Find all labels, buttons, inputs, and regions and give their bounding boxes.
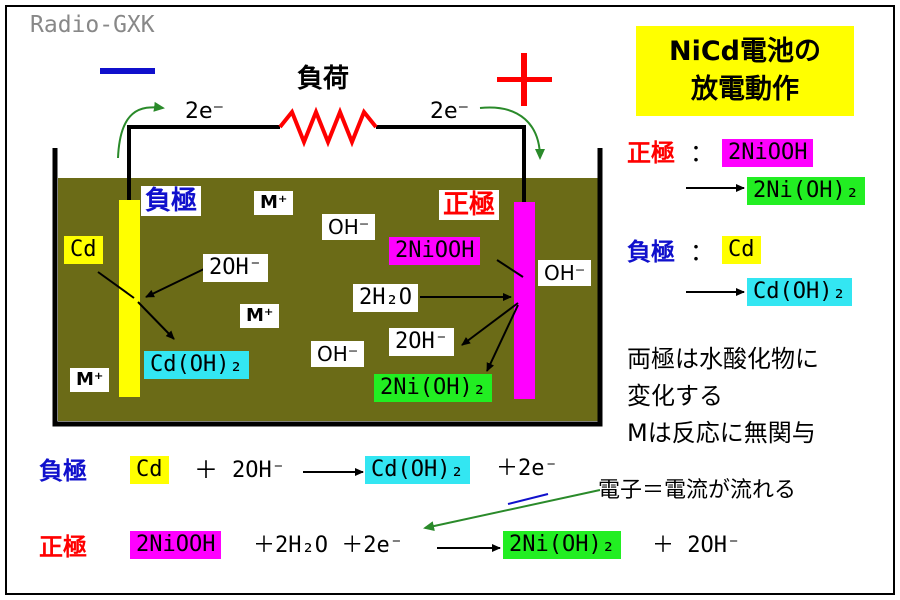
m-ion-3: M⁺ xyxy=(70,368,110,392)
oh-ion-3: OH⁻ xyxy=(538,260,592,286)
watermark: Radio-GXK xyxy=(30,12,155,38)
arrow-to-cdoh2 xyxy=(137,301,175,340)
wire-right xyxy=(376,125,526,202)
eq-neg-cd: Cd xyxy=(130,456,169,484)
h2o-reactant: 2H₂O xyxy=(353,284,418,312)
arrow-cd-down xyxy=(97,271,135,299)
positive-electrode xyxy=(514,202,535,399)
arrow-to-nioh2 xyxy=(486,304,519,372)
two-oh-right: 2OH⁻ xyxy=(389,328,454,356)
cd-reactant: Cd xyxy=(64,236,103,264)
load-label: 負荷 xyxy=(297,64,350,94)
electron-note-arrow xyxy=(423,489,601,531)
electron-flow-left: 2e⁻ xyxy=(185,99,225,124)
side-pos-label: 正極 xyxy=(627,139,675,167)
side-pos-colon: ： xyxy=(690,139,714,167)
negative-electrode-label: 負極 xyxy=(141,186,202,216)
eq-neg-product: Cd(OH)₂ xyxy=(365,456,470,484)
electron-note-underline xyxy=(507,493,549,505)
side-pos-reactant: 2NiOOH xyxy=(722,139,814,167)
oh-ion-1: OH⁻ xyxy=(322,214,376,240)
electron-note: 電子＝電流が流れる xyxy=(598,478,797,503)
side-neg-label: 負極 xyxy=(627,238,675,266)
side-neg-colon: ： xyxy=(690,238,714,266)
cdoh2-product: Cd(OH)₂ xyxy=(144,351,249,379)
side-neg-product: Cd(OH)₂ xyxy=(747,278,852,306)
container xyxy=(52,148,603,427)
eq-neg-plus: ＋ xyxy=(194,456,218,484)
positive-electrode-label: 正極 xyxy=(439,190,500,220)
niooh-reactant: 2NiOOH xyxy=(389,237,481,265)
electron-arrow-right xyxy=(479,106,545,160)
m-ion-2: M⁺ xyxy=(240,304,280,328)
nioh2-product: 2Ni(OH)₂ xyxy=(374,374,492,402)
title-line1: NiCd電池の xyxy=(669,36,821,67)
eq-neg-tail: ＋2e⁻ xyxy=(496,456,558,481)
wire-left xyxy=(127,125,280,200)
side-neg-reactant: Cd xyxy=(722,236,761,264)
side-pos-product: 2Ni(OH)₂ xyxy=(747,177,865,205)
minus-sign-icon xyxy=(100,68,155,74)
m-ion-1: M⁺ xyxy=(254,191,294,215)
eq-neg-2oh: 2OH⁻ xyxy=(232,458,285,483)
electron-arrow-left xyxy=(117,101,165,159)
electron-flow-right: 2e⁻ xyxy=(430,99,470,124)
oh-ion-2: OH⁻ xyxy=(311,341,365,367)
side-note-2: 変化する xyxy=(627,382,723,410)
eq-pos-niooh: 2NiOOH xyxy=(130,531,222,559)
title-box: NiCd電池の 放電動作 xyxy=(636,26,854,116)
arrow-niooh xyxy=(496,259,524,278)
arrow-oh-to-cd xyxy=(145,268,205,298)
title-line2: 放電動作 xyxy=(691,74,799,105)
outer-frame xyxy=(5,5,895,595)
two-oh-left: 2OH⁻ xyxy=(203,254,268,282)
arrow-to-2oh xyxy=(461,302,519,346)
eq-neg-label: 負極 xyxy=(39,457,87,485)
side-note-1: 両極は水酸化物に xyxy=(627,345,819,373)
eq-pos-label: 正極 xyxy=(39,533,87,561)
eq-pos-middle: ＋2H₂O ＋2e⁻ xyxy=(253,533,403,558)
negative-electrode xyxy=(119,200,140,397)
eq-pos-product: 2Ni(OH)₂ xyxy=(503,531,621,559)
plus-sign-v xyxy=(521,53,527,106)
side-note-3: Mは反応に無関与 xyxy=(627,419,816,447)
resistor-icon xyxy=(278,106,378,148)
eq-pos-tail: ＋ 2OH⁻ xyxy=(652,533,741,558)
